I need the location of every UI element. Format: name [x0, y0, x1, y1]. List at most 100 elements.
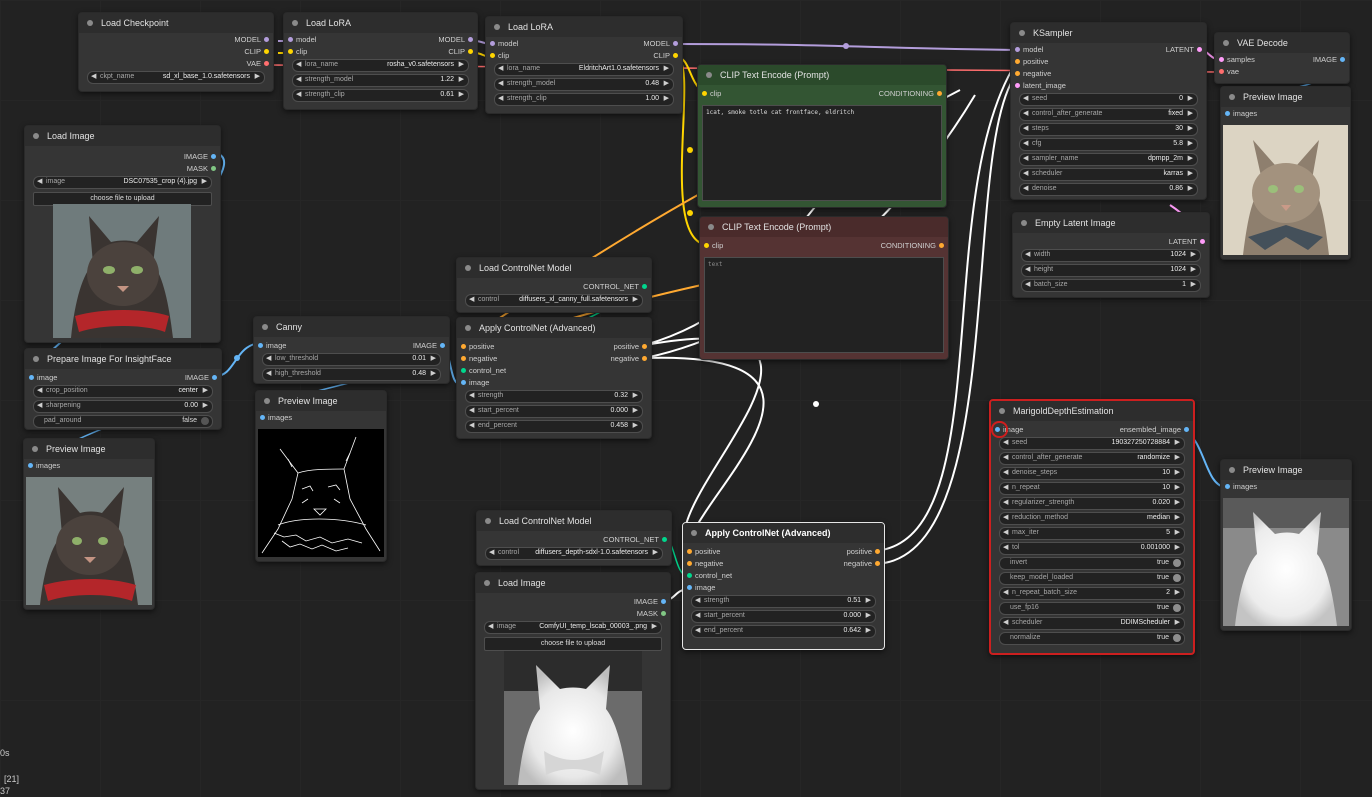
node-title-bar[interactable]: Load LoRA: [284, 13, 477, 33]
input-clip[interactable]: clip: [287, 47, 308, 56]
node-title-bar[interactable]: Preview Image: [1221, 460, 1351, 480]
input-control-net[interactable]: control_net: [460, 366, 507, 375]
input-images[interactable]: images: [27, 461, 61, 470]
output-clip[interactable]: CLIP: [653, 51, 678, 60]
output-image[interactable]: IMAGE: [633, 597, 667, 606]
node-clip-text-encode-positive[interactable]: CLIP Text Encode (Prompt) clip CONDITIONI…: [697, 64, 947, 208]
input-negative[interactable]: negative: [1014, 69, 1052, 78]
output-latent[interactable]: LATENT: [1165, 45, 1203, 54]
prompt-textarea[interactable]: text: [704, 257, 944, 353]
node-preview-image-depth[interactable]: Preview Image images: [1220, 459, 1352, 631]
input-image[interactable]: image: [257, 341, 287, 350]
input-clip[interactable]: clip: [701, 89, 722, 98]
input-clip[interactable]: clip: [703, 241, 724, 250]
input-images[interactable]: images: [1224, 109, 1258, 118]
output-clip[interactable]: CLIP: [448, 47, 473, 56]
node-title-bar[interactable]: Preview Image: [24, 439, 154, 459]
input-model[interactable]: model: [1014, 45, 1044, 54]
node-load-checkpoint[interactable]: Load Checkpoint MODEL CLIP VAE ◀ckpt_nam…: [78, 12, 274, 92]
node-preview-image-output[interactable]: Preview Image images: [1220, 86, 1351, 260]
output-negative[interactable]: negative: [843, 559, 881, 568]
node-vae-decode[interactable]: VAE Decode samples IMAGE vae: [1214, 32, 1350, 84]
node-title-bar[interactable]: Empty Latent Image: [1013, 213, 1209, 233]
node-title-bar[interactable]: MarigoldDepthEstimation: [991, 401, 1193, 421]
input-negative[interactable]: negative: [460, 354, 498, 363]
output-image[interactable]: IMAGE: [1312, 55, 1346, 64]
node-title-bar[interactable]: Prepare Image For InsightFace: [25, 349, 221, 369]
output-positive[interactable]: positive: [613, 342, 648, 351]
node-load-controlnet-1[interactable]: Load ControlNet Model CONTROL_NET ◀contr…: [456, 257, 652, 313]
input-positive[interactable]: positive: [460, 342, 495, 351]
input-images[interactable]: images: [1224, 482, 1258, 491]
node-title-bar[interactable]: Canny: [254, 317, 449, 337]
prompt-textarea[interactable]: 1cat, smoke totle cat frontface, eldritc…: [702, 105, 942, 201]
output-image[interactable]: IMAGE: [412, 341, 446, 350]
output-conditioning[interactable]: CONDITIONING: [878, 89, 943, 98]
input-image[interactable]: image: [686, 583, 716, 592]
input-vae[interactable]: vae: [1218, 67, 1240, 76]
output-negative[interactable]: negative: [610, 354, 648, 363]
output-mask[interactable]: MASK: [636, 609, 667, 618]
output-control-net[interactable]: CONTROL_NET: [583, 282, 647, 291]
node-title-bar[interactable]: Preview Image: [256, 391, 386, 411]
input-clip[interactable]: clip: [489, 51, 510, 60]
input-model[interactable]: model: [489, 39, 519, 48]
input-model[interactable]: model: [287, 35, 317, 44]
node-title-bar[interactable]: Load ControlNet Model: [477, 511, 671, 531]
output-conditioning[interactable]: CONDITIONING: [880, 241, 945, 250]
node-preview-image-canny[interactable]: Preview Image images: [255, 390, 387, 562]
node-title-bar[interactable]: Load Image: [476, 573, 670, 593]
output-model[interactable]: MODEL: [234, 35, 269, 44]
node-title-bar[interactable]: CLIP Text Encode (Prompt): [698, 65, 946, 85]
node-title-bar[interactable]: Load Image: [25, 126, 220, 146]
node-title-bar[interactable]: Load Checkpoint: [79, 13, 273, 33]
input-negative[interactable]: negative: [686, 559, 724, 568]
node-title-bar[interactable]: Load LoRA: [486, 17, 682, 37]
output-vae[interactable]: VAE: [246, 59, 270, 68]
upload-button[interactable]: choose file to upload: [484, 637, 662, 651]
input-samples[interactable]: samples: [1219, 55, 1255, 64]
input-latent-image[interactable]: latent_image: [1015, 81, 1066, 90]
node-title-bar[interactable]: VAE Decode: [1215, 33, 1349, 53]
output-model[interactable]: MODEL: [438, 35, 473, 44]
